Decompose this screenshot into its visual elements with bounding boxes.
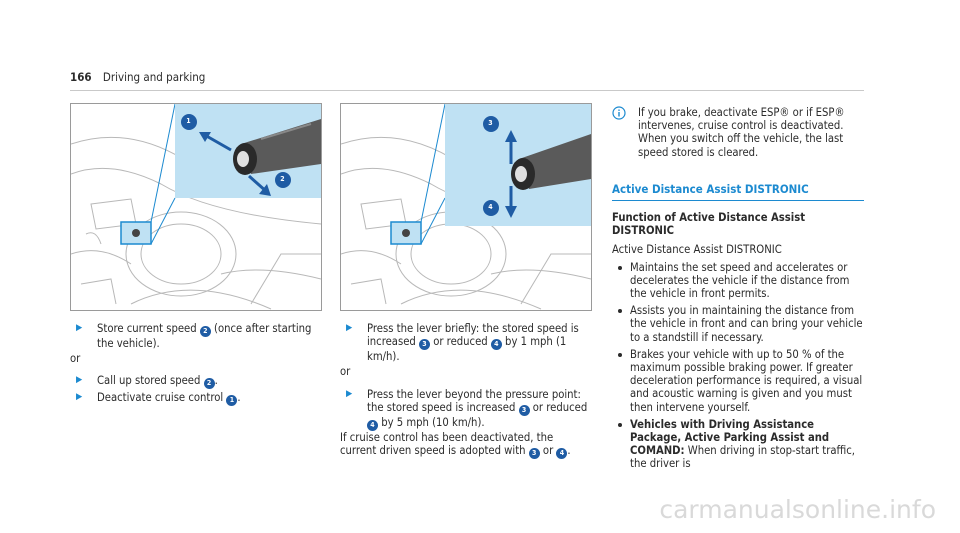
callout-2: 2 — [203, 378, 215, 390]
step-text: . — [214, 374, 218, 388]
callout-1: 1 — [183, 116, 194, 127]
callout-4: 4 — [485, 202, 496, 213]
step-text: by 5 mph (10 km/h). — [378, 415, 485, 429]
callout-2: 2 — [199, 326, 211, 337]
step-text: . — [237, 391, 241, 405]
para-text: or — [539, 444, 557, 458]
step-call-up-speed: ▶ Call up stored speed 2. — [70, 374, 322, 390]
step-text: Press the lever briefly: the stored spee… — [367, 322, 579, 349]
left-column: ▶ Store current speed 2 (once after star… — [70, 322, 322, 408]
running-title: Driving and parking — [102, 70, 206, 84]
step-press-beyond: ▶ Press the lever beyond the pressure po… — [340, 388, 592, 431]
section-rule — [612, 200, 864, 202]
list-item: Assists you in maintaining the distance … — [612, 304, 864, 344]
list-item: Maintains the set speed and accelerates … — [612, 261, 864, 301]
callout-3: 3 — [485, 118, 496, 129]
callout-3: 3 — [419, 339, 430, 351]
step-press-briefly: ▶ Press the lever briefly: the stored sp… — [340, 322, 592, 363]
para-text: If cruise control has been deactivated, … — [340, 430, 554, 458]
callout-4: 4 — [367, 419, 378, 431]
callout-4: 4 — [556, 448, 568, 460]
list-item-text: Assists you in maintaining the distance … — [630, 304, 863, 344]
step-text: Store current speed — [97, 322, 200, 335]
list-item-text: When driving in stop-start traffic, the … — [630, 444, 855, 471]
callout-3: 3 — [528, 448, 540, 460]
list-item-text: Brakes your vehicle with up to 50 % of t… — [630, 347, 863, 414]
callout-4: 4 — [490, 339, 502, 351]
watermark: carmanualsonline.info — [659, 495, 936, 524]
step-arrow-icon: ▶ — [346, 323, 353, 333]
step-store-speed: ▶ Store current speed 2 (once after star… — [70, 322, 322, 350]
info-icon — [612, 106, 626, 120]
step-arrow-icon: ▶ — [346, 388, 353, 399]
subheading: Function of Active Distance Assist DISTR… — [612, 211, 806, 238]
step-deactivate: ▶ Deactivate cruise control 1. — [70, 391, 322, 407]
right-column: If you brake, deactivate ESP® or if ESP®… — [612, 106, 864, 475]
list-item: Vehicles with Driving Assistance Package… — [612, 418, 864, 471]
step-arrow-icon: ▶ — [76, 375, 83, 386]
or-label: or — [340, 365, 351, 379]
info-note-text: If you brake, deactivate ESP® or if ESP®… — [638, 106, 845, 159]
list-item: Brakes your vehicle with up to 50 % of t… — [612, 348, 864, 414]
bullet-icon — [618, 265, 622, 270]
page-number: 166 — [70, 70, 92, 84]
middle-column: ▶ Press the lever briefly: the stored sp… — [340, 322, 592, 460]
callout-2: 2 — [277, 174, 288, 185]
deactivated-note: If cruise control has been deactivated, … — [340, 430, 592, 460]
step-arrow-icon: ▶ — [76, 323, 83, 333]
section-title: Active Distance Assist DISTRONIC — [612, 181, 809, 196]
step-text: by 1 mph (1 km/h). — [367, 335, 567, 364]
figure-lever-forward-back: 1 2 — [70, 103, 322, 311]
list-item-text: Maintains the set speed and accelerates … — [630, 260, 850, 301]
step-text: Press the lever beyond the pressure poin… — [367, 387, 581, 414]
callout-1: 1 — [226, 395, 238, 407]
step-text: (once after starting the vehicle). — [97, 322, 312, 350]
step-text: or reduced — [529, 400, 588, 414]
bullet-icon — [618, 422, 622, 427]
page-header: 166 Driving and parking — [70, 70, 206, 84]
or-label: or — [70, 352, 81, 366]
step-text: Call up stored speed — [97, 374, 204, 388]
bullet-icon — [618, 309, 622, 314]
header-rule — [70, 90, 864, 91]
intro-text: Active Distance Assist DISTRONIC — [612, 243, 782, 257]
para-text: . — [567, 444, 571, 458]
step-text: or reduced — [430, 335, 491, 349]
info-note: If you brake, deactivate ESP® or if ESP®… — [612, 106, 864, 159]
callout-3: 3 — [518, 404, 530, 416]
list-item-bold: Vehicles with Driving Assistance Package… — [630, 417, 830, 458]
bullet-icon — [618, 352, 622, 357]
step-arrow-icon: ▶ — [76, 392, 83, 403]
figure-lever-up-down: 3 4 — [340, 103, 592, 311]
step-text: Deactivate cruise control — [97, 391, 227, 405]
